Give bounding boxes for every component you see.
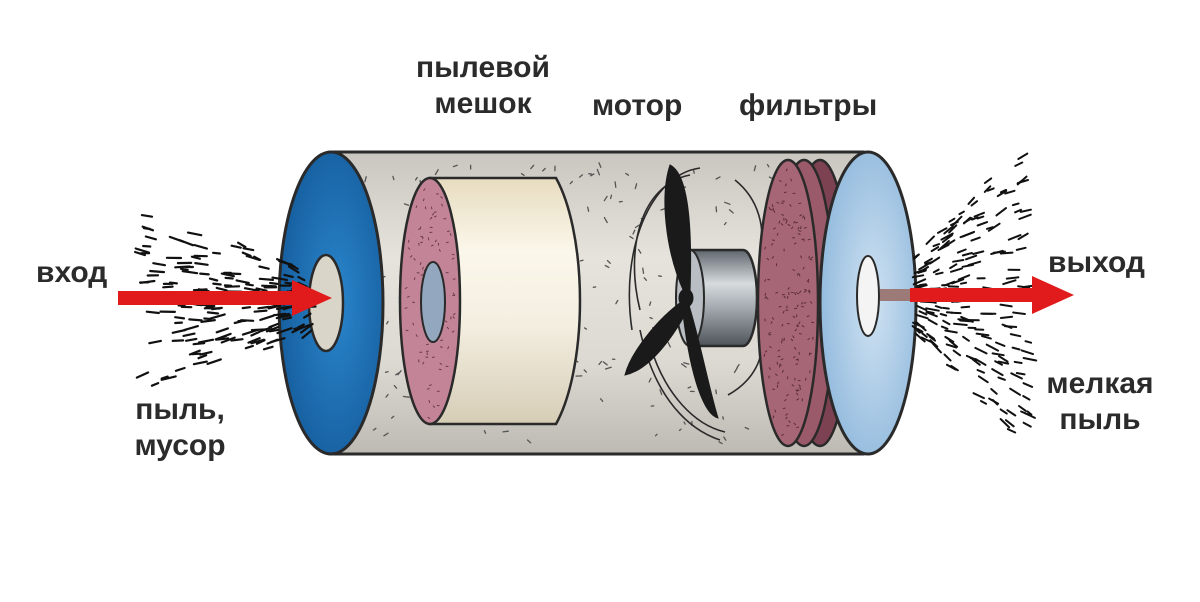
filter-disc-1: [756, 158, 820, 448]
label-outlet: выход: [1048, 246, 1145, 279]
fan-blades: [624, 164, 719, 419]
outlet-arrow: [880, 276, 1074, 314]
label-dust-debris-line1: пыль,: [135, 393, 225, 426]
label-dust-bag: пылевой мешок: [388, 50, 578, 122]
label-fine-dust: мелкая пыль: [1030, 366, 1170, 438]
label-dust-debris: пыль, мусор: [110, 392, 250, 464]
outlet-opening: [856, 255, 880, 337]
label-dust-bag-line2: мешок: [434, 87, 532, 120]
inlet-arrow: [118, 280, 332, 316]
label-fine-dust-line2: пыль: [1059, 403, 1141, 436]
filter-texture: [763, 168, 815, 436]
dust-bag-body: [428, 176, 582, 426]
label-fine-dust-line1: мелкая: [1046, 367, 1154, 400]
outlet-fine-dust-particles: [911, 152, 1038, 434]
label-filters: фильтры: [739, 89, 878, 122]
inlet-dust-particles: [133, 214, 317, 387]
dust-bag-opening: [420, 261, 446, 343]
label-motor: мотор: [592, 89, 683, 122]
label-dust-debris-line2: мусор: [134, 429, 226, 462]
label-inlet: вход: [36, 256, 108, 289]
label-dust-bag-line1: пылевой: [416, 51, 550, 84]
